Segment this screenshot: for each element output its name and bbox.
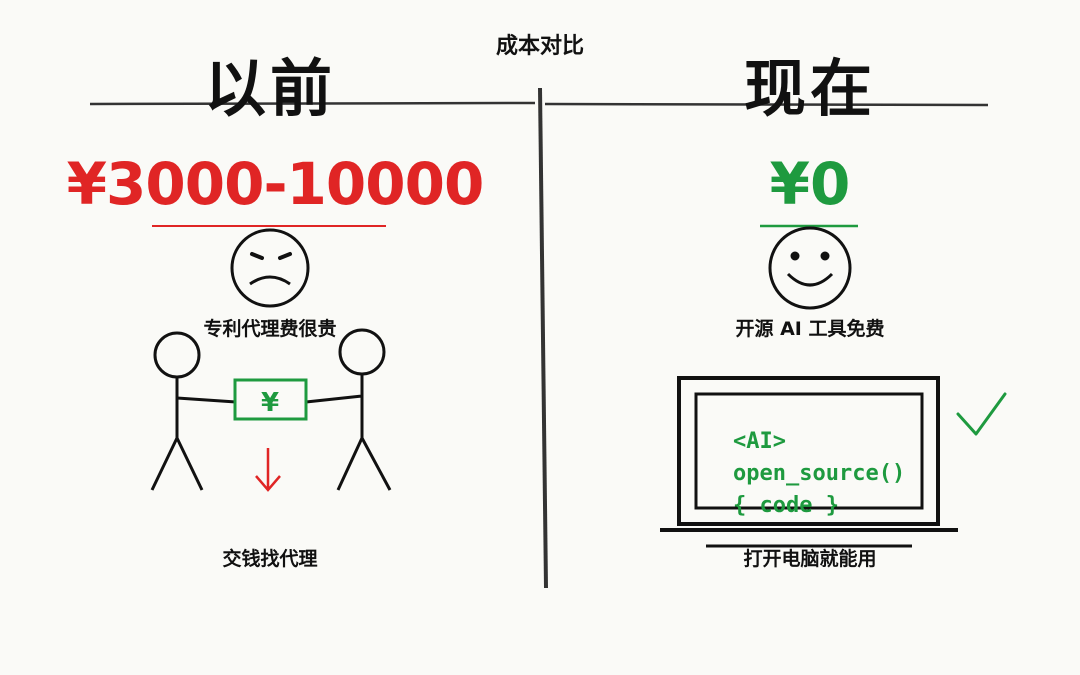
code-line: open_source() [733,461,906,486]
laptop-icon [660,376,958,548]
stick-figure-right-icon [305,328,392,491]
center-divider [538,87,548,589]
down-arrow-icon [255,448,281,492]
money-bill-icon [233,378,308,421]
sad-face-icon [230,228,310,308]
price-before: ¥3000-10000 [66,150,485,218]
happy-face-icon [768,226,852,310]
laptop-screen-code: <AI> open_source() { code } [733,426,905,522]
money-bill-symbol: ¥ [261,388,279,418]
chart-title: 成本对比 [495,34,584,59]
stick-figure-left-icon [150,331,237,491]
caption-open-laptop: 打开电脑就能用 [743,548,877,570]
caption-free-tools: 开源 AI 工具免费 [735,318,885,340]
caption-expensive-fee: 专利代理费很贵 [203,318,337,340]
left-header-rule [89,101,536,106]
heading-before: 以前 [203,52,336,125]
price-now: ¥0 [769,150,851,218]
caption-pay-agent: 交钱找代理 [222,548,318,570]
heading-now: 现在 [743,52,876,125]
check-mark-icon [956,392,1007,436]
right-header-rule [544,102,989,107]
code-line: { code } [733,493,839,518]
code-line: <AI> [733,429,786,454]
